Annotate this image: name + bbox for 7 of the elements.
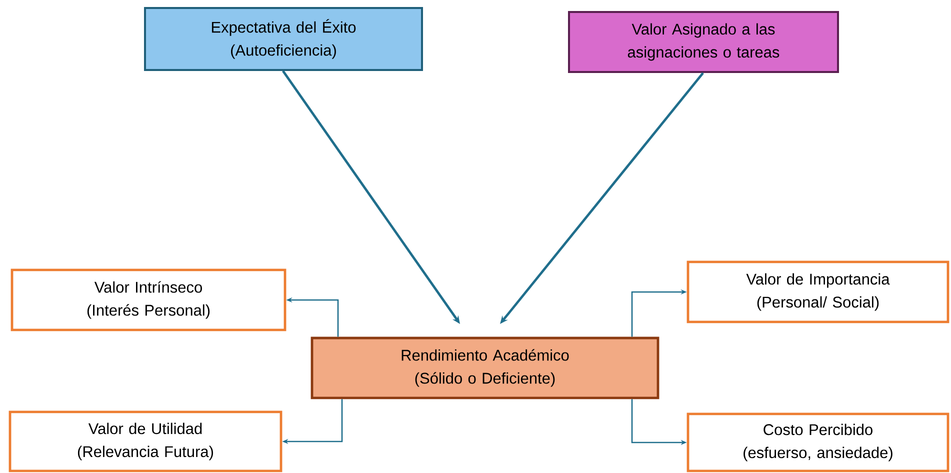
value-box: Costo Percibido (esfuerso, ansiedade) xyxy=(686,412,950,472)
value-box: Valor Intrínseco (Interés Personal) xyxy=(10,268,286,332)
value-box: Valor de Utilidad (Relevancia Futura) xyxy=(8,410,282,472)
outcome-box: Rendimiento Académico (Sólido o Deficiente) xyxy=(310,336,660,400)
concept-box: Expectativa del Éxito (Autoeficiencia) xyxy=(144,7,423,71)
value-box: Valor de Importancia (Personal/ Social) xyxy=(686,260,950,324)
concept-box: Valor Asignado a las asignaciones o tareas xyxy=(568,11,839,73)
